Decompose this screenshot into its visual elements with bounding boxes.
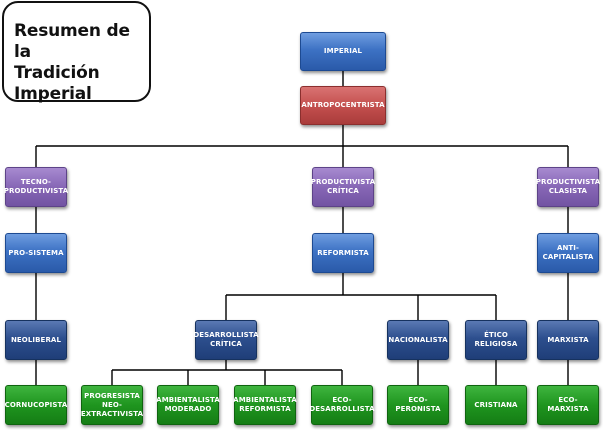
node-nacionalista: NACIONALISTA (387, 320, 449, 360)
node-eco-marxista: ECO-MARXISTA (537, 385, 599, 425)
node-ambientalista-moderado: AMBIENTALISTA MODERADO (156, 385, 220, 425)
node-anti-capitalista: ANTI- CAPITALISTA (537, 233, 599, 273)
node-marxista: MARXISTA (537, 320, 599, 360)
node-desarrollista-critica-label: DESARROLLISTA CRÍTICA (193, 331, 259, 348)
node-eco-peronista-label: ECO-PERONISTA (395, 396, 441, 413)
title-line-3: Imperial (14, 84, 92, 104)
node-eco-desarrollista: ECO- DESARROLLISTA (309, 385, 375, 425)
node-anti-capitalista-label: ANTI- CAPITALISTA (542, 244, 594, 261)
node-reformista: REFORMISTA (312, 233, 374, 273)
node-pro-sistema-label: PRO-SISTEMA (8, 248, 64, 257)
node-imperial-label: IMPERIAL (323, 47, 363, 55)
node-tecno-productivista: TECNO- PRODUCTIVISTA (4, 167, 68, 207)
node-etico-religiosa: ÉTICO RELIGIOSA (465, 320, 527, 360)
node-pro-sistema: PRO-SISTEMA (5, 233, 67, 273)
node-ambientalista-moderado-label: AMBIENTALISTA MODERADO (156, 396, 220, 413)
node-cornucopista-label: CORNUCOPISTA (4, 400, 68, 409)
title-box: Resumen de la Tradición Imperial (2, 1, 151, 105)
node-productivista-clasista: PRODUCTIVISTA CLASISTA (536, 167, 600, 207)
title-line-2: Tradición (14, 63, 100, 83)
node-productivista-critica-label: PRODUCTIVISTA CRÍTICA (310, 178, 376, 195)
node-neoliberal-label: NEOLIBERAL (10, 335, 62, 344)
node-eco-peronista: ECO-PERONISTA (387, 385, 449, 425)
node-antropocentrista-label: ANTROPOCENTRISTA (301, 101, 385, 109)
node-ambientalista-reformista-label: AMBIENTALISTA REFORMISTA (233, 396, 297, 413)
node-desarrollista-critica: DESARROLLISTA CRÍTICA (193, 320, 259, 360)
node-imperial: IMPERIAL (300, 32, 386, 71)
node-antropocentrista: ANTROPOCENTRISTA (300, 86, 386, 125)
title-line-1: Resumen de la (14, 21, 130, 62)
node-ambientalista-reformista: AMBIENTALISTA REFORMISTA (233, 385, 297, 425)
node-reformista-label: REFORMISTA (317, 248, 369, 257)
diagram-title: Resumen de la Tradición Imperial (14, 21, 149, 105)
node-cristiana-label: CRISTIANA (474, 400, 518, 409)
node-tecno-productivista-label: TECNO- PRODUCTIVISTA (3, 178, 69, 195)
node-progresista-neo-extractivista: PROGRESISTA NEO- EXTRACTIVISTA (81, 385, 143, 425)
node-neoliberal: NEOLIBERAL (5, 320, 67, 360)
node-productivista-critica: PRODUCTIVISTA CRÍTICA (311, 167, 375, 207)
node-cornucopista: CORNUCOPISTA (5, 385, 67, 425)
node-nacionalista-label: NACIONALISTA (388, 335, 448, 344)
node-cristiana: CRISTIANA (465, 385, 527, 425)
node-marxista-label: MARXISTA (547, 335, 589, 344)
node-eco-marxista-label: ECO-MARXISTA (547, 396, 589, 413)
node-progresista-label: PROGRESISTA NEO- EXTRACTIVISTA (80, 391, 144, 418)
node-etico-religiosa-label: ÉTICO RELIGIOSA (474, 331, 518, 348)
node-productivista-clasista-label: PRODUCTIVISTA CLASISTA (535, 178, 601, 195)
node-eco-desarrollista-label: ECO- DESARROLLISTA (309, 396, 375, 413)
